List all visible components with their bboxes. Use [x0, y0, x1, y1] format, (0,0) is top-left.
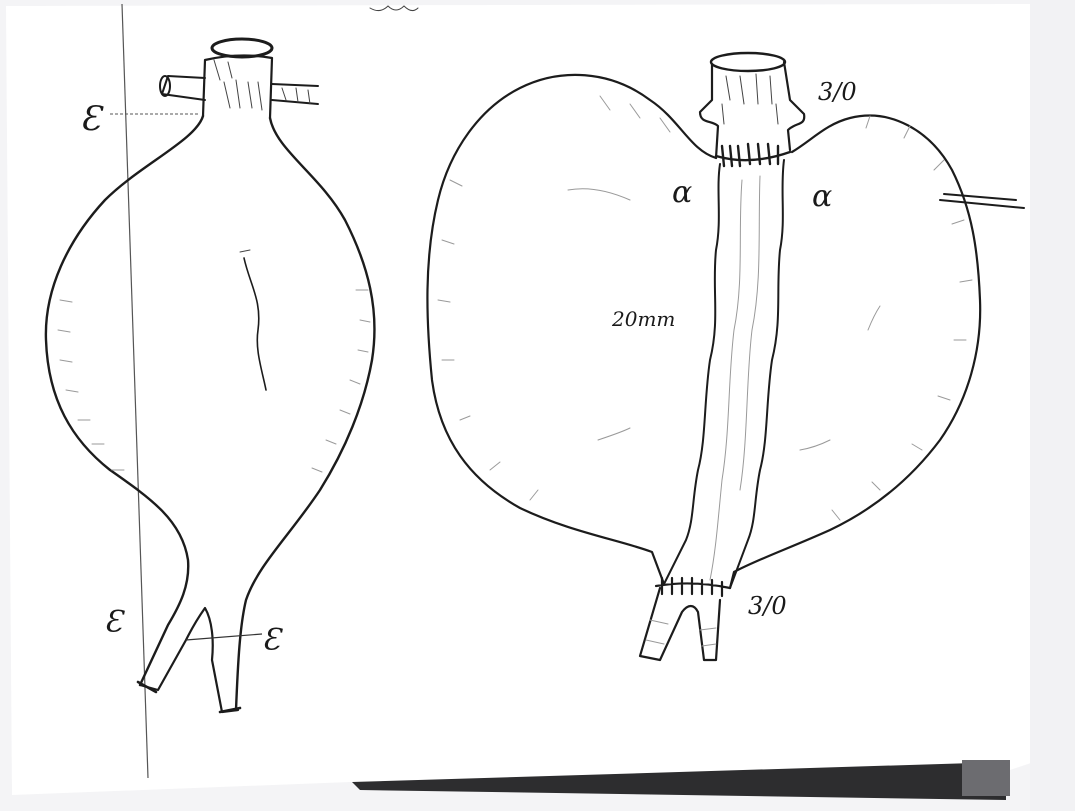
left-bottom-right-label: Ɛ: [262, 623, 283, 658]
suture-top-label: 3/0: [818, 78, 857, 106]
right-margin-strip: [1030, 0, 1075, 811]
graft-size-label: 20mm: [611, 307, 675, 331]
alpha-right-label: α: [812, 179, 832, 214]
scan-corner-block: [962, 760, 1010, 796]
paper-page: [6, 4, 1040, 795]
suture-bottom-label: 3/0: [748, 592, 787, 620]
left-top-label: Ɛ: [80, 99, 104, 139]
left-bottom-left-label: Ɛ: [104, 605, 125, 640]
alpha-left-label: α: [672, 175, 692, 210]
